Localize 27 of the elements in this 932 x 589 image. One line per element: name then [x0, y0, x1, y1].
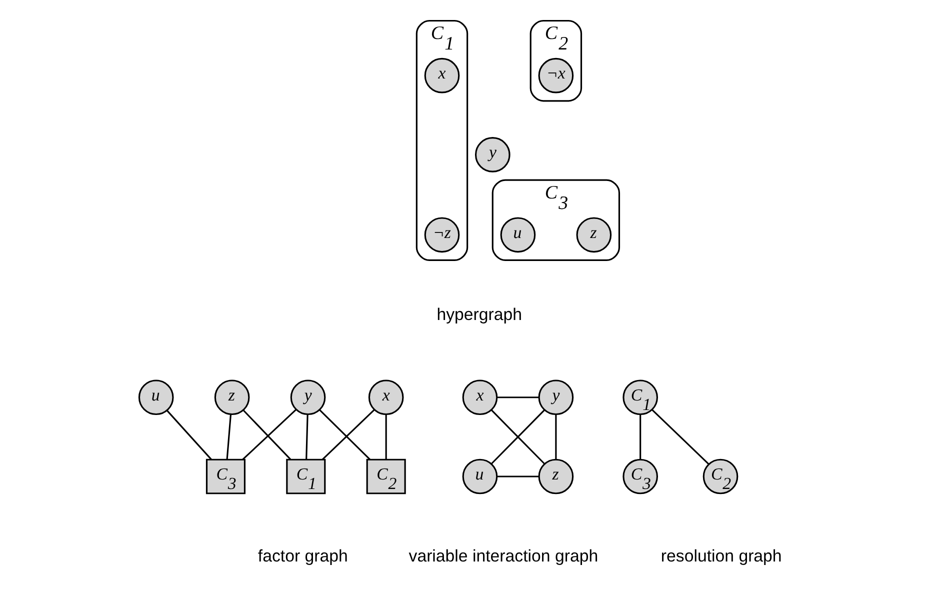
node-circle: u [138, 380, 174, 416]
label: hypergraph [436, 305, 522, 324]
label: resolution graph [660, 546, 782, 566]
node-circle: x [462, 380, 498, 416]
node-circle: ¬x [538, 58, 574, 94]
connector [496, 396, 539, 398]
connector [652, 409, 710, 465]
node-circle: z [576, 217, 612, 253]
node-circle: x [368, 380, 404, 416]
node-circle: y [290, 380, 326, 416]
label: variable interaction graph [408, 546, 598, 566]
connector [640, 414, 642, 460]
node-circle: u [500, 217, 536, 253]
node-circle: z [538, 458, 574, 494]
node-circle: z [214, 380, 250, 416]
connector [166, 410, 212, 460]
node-circle: u [462, 458, 498, 494]
connector [226, 414, 232, 460]
node-circle: ¬z [424, 217, 460, 253]
node-circle: x [424, 58, 460, 94]
connector [385, 414, 387, 460]
label: factor graph [258, 546, 348, 566]
node-circle: y [474, 137, 510, 172]
node-circle: y [538, 380, 574, 416]
connector [306, 414, 308, 460]
connector [555, 414, 557, 460]
connector [496, 476, 539, 478]
